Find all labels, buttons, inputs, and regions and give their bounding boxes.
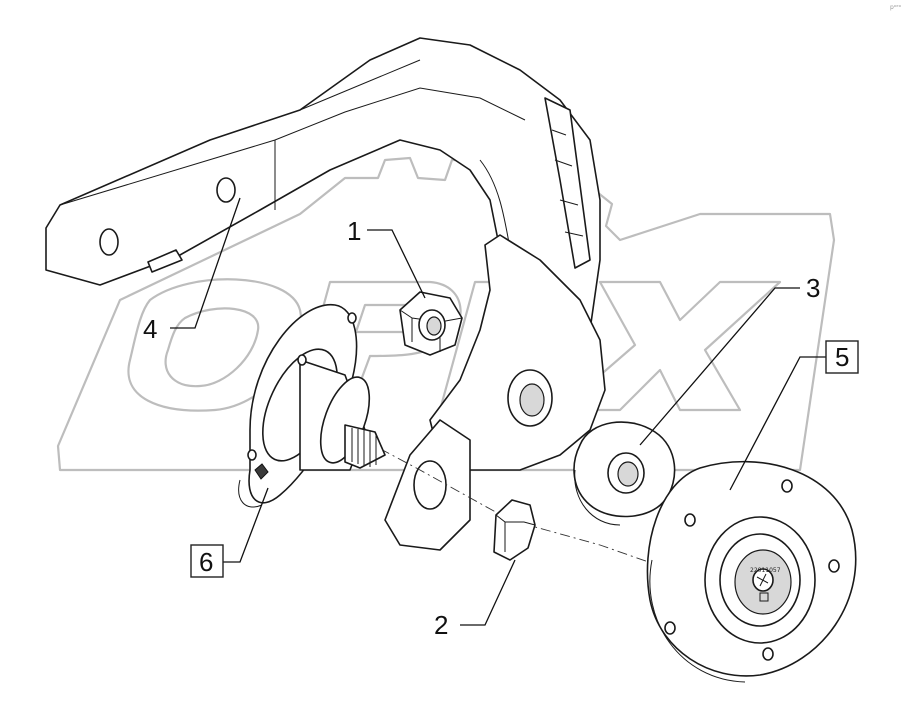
part-1-hex-nut (399, 291, 463, 356)
part-6-hub-assembly (238, 304, 386, 508)
bracket-mounting-plate (384, 234, 606, 551)
callout-5: 5 (835, 342, 849, 372)
leader-2 (460, 559, 516, 626)
callout-6-box: 6 (190, 544, 224, 578)
leader-1 (367, 229, 426, 299)
corner-mark: pᵒᵉᵒ (890, 4, 902, 11)
part-3-spacer-ring (573, 421, 676, 526)
leader-3 (639, 287, 800, 446)
leader-lines (170, 197, 826, 626)
callout-1: 1 (347, 216, 361, 246)
watermark-letter-o (127, 278, 303, 412)
part-4-bracket-arm (45, 37, 601, 381)
leader-5 (729, 356, 826, 491)
callout-2: 2 (434, 610, 448, 640)
callout-5-box: 5 (825, 340, 859, 374)
callout-4: 4 (143, 314, 157, 344)
part-2-hex-nut (493, 499, 536, 561)
leader-4 (170, 197, 241, 329)
hub-stamped-number: 22011057 (750, 567, 781, 574)
callout-3: 3 (806, 273, 820, 303)
leader-6 (223, 487, 269, 563)
part-5-flange-disc: 22011057 (646, 460, 857, 683)
callout-6: 6 (199, 547, 213, 577)
